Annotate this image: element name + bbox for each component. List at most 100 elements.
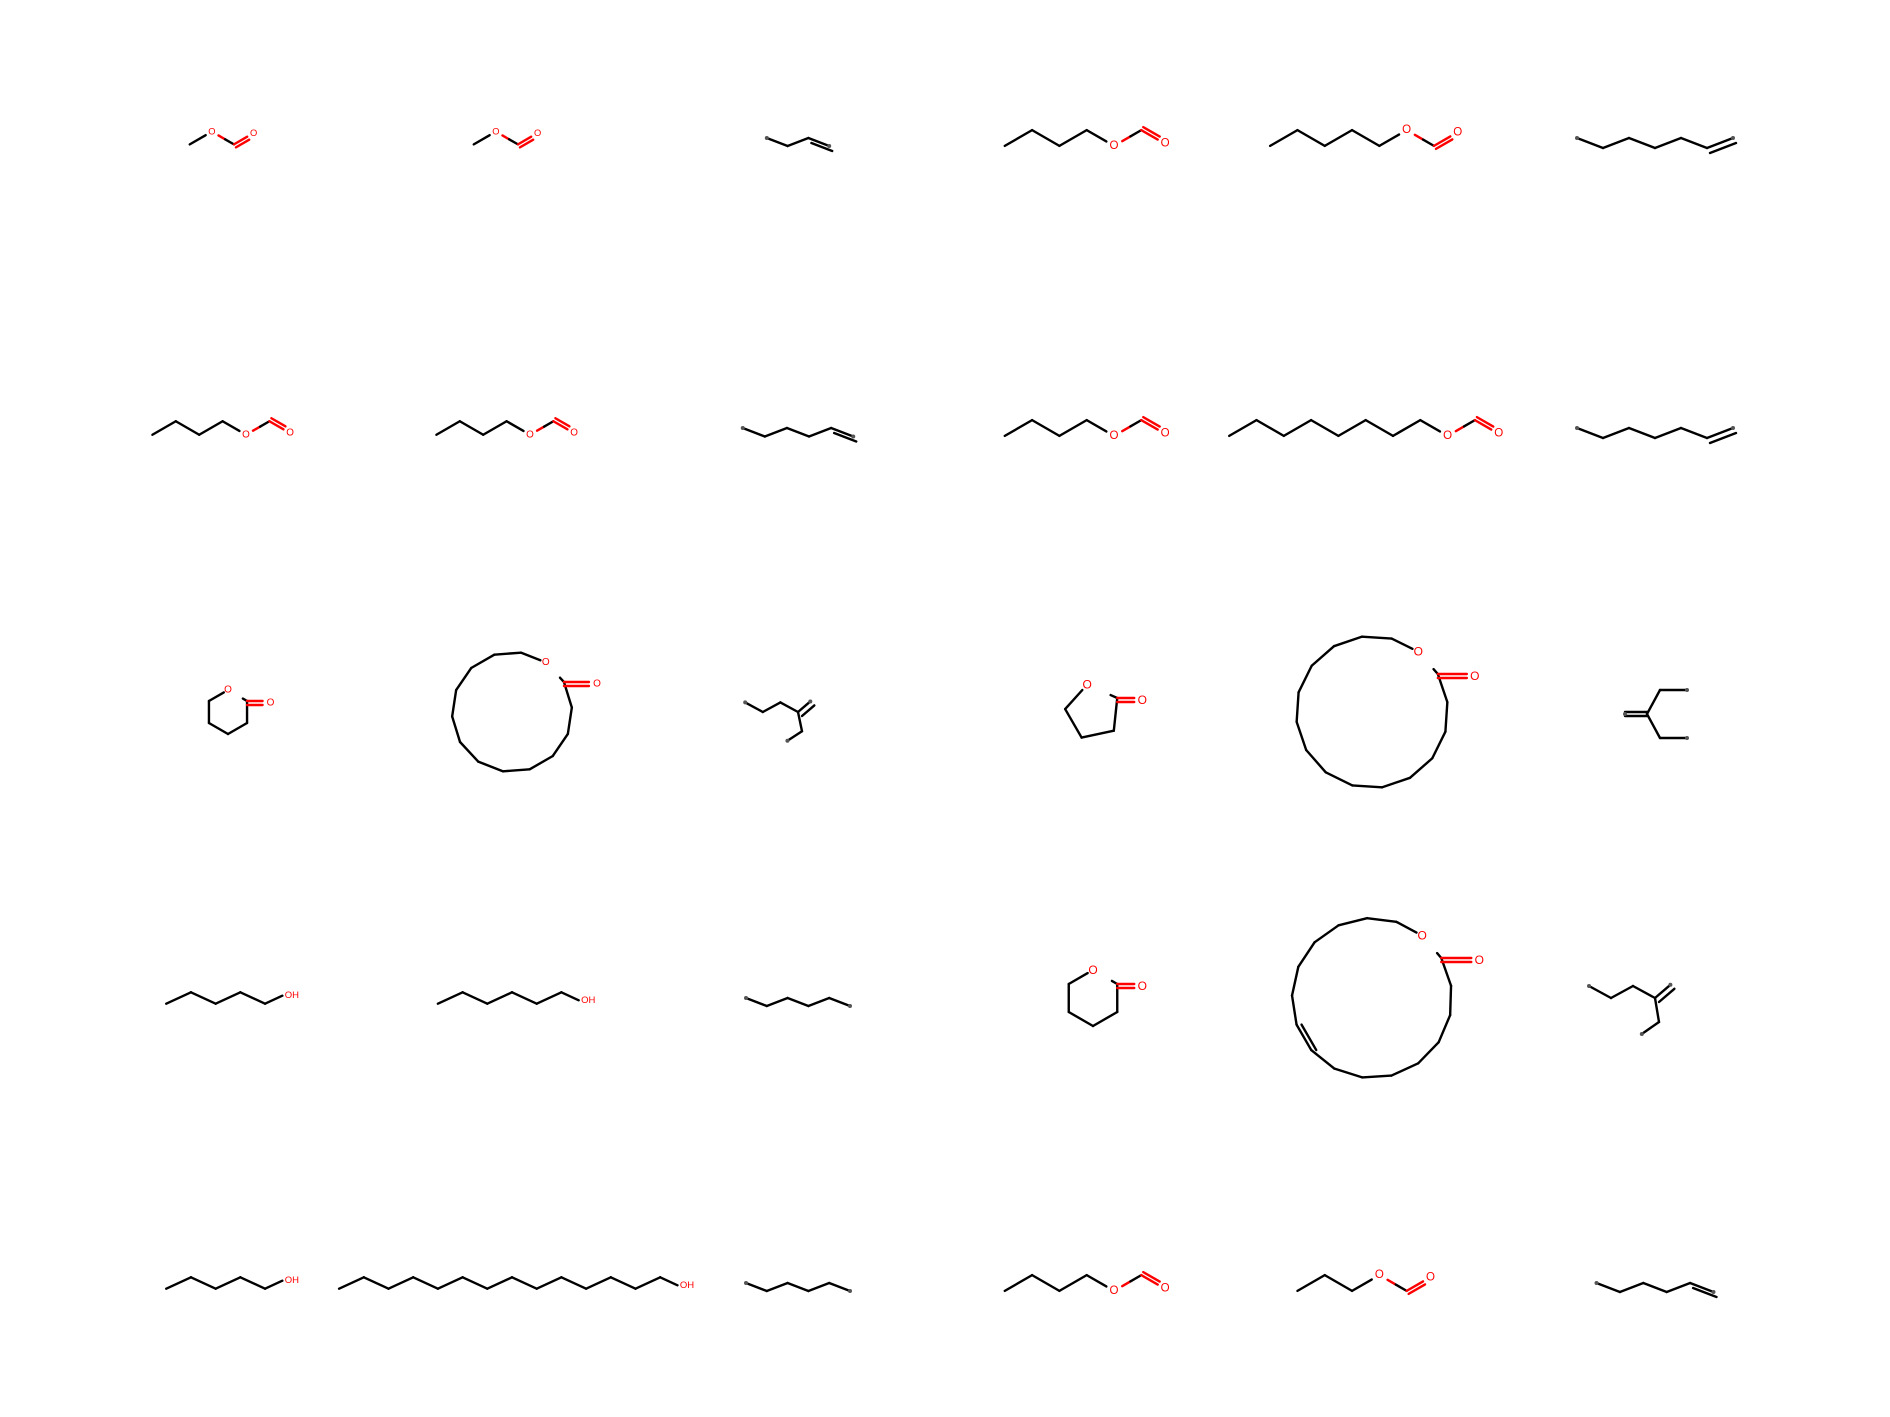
bond-line — [1309, 418, 1340, 438]
bond-line — [658, 1276, 679, 1287]
bond-line — [1120, 135, 1132, 143]
bond-line — [1129, 418, 1143, 428]
bond-line — [1395, 920, 1418, 934]
bond-line — [1380, 776, 1412, 789]
bond-line — [744, 996, 768, 1008]
bond-line — [1691, 1286, 1718, 1299]
bond-line — [761, 701, 782, 714]
bond-line — [1475, 415, 1495, 428]
bond-line — [1653, 426, 1683, 440]
bond-line — [198, 420, 224, 436]
bond-line — [1324, 771, 1354, 787]
bond-line — [1295, 720, 1308, 752]
bond-line — [765, 136, 789, 148]
hydrogen-atom — [851, 434, 856, 439]
bond-line — [1142, 415, 1161, 428]
bond-line — [1109, 693, 1119, 700]
bond-line — [1601, 426, 1631, 440]
bond-line — [486, 1276, 514, 1290]
bond-line — [1431, 730, 1447, 760]
bond-line — [1120, 1280, 1132, 1288]
bond-line — [832, 431, 858, 443]
bond-line — [829, 426, 855, 438]
bond-line — [1653, 136, 1683, 150]
bond-line — [189, 1276, 217, 1290]
ring-oxygen-atom: O — [1083, 678, 1092, 692]
oxygen-atom: O — [1375, 1269, 1384, 1281]
bond-line — [1454, 425, 1466, 433]
bond-line — [436, 1276, 464, 1290]
bond-line — [1313, 924, 1340, 944]
bond-line — [1360, 635, 1393, 640]
bond-line — [744, 1281, 768, 1293]
bond-line — [1337, 418, 1367, 438]
oxygen-atom: O — [208, 127, 215, 137]
oxygen-atom: O — [1443, 430, 1452, 442]
bond-line — [763, 426, 789, 438]
bond-line — [458, 420, 485, 436]
bond-line — [1462, 418, 1477, 428]
bond-line — [796, 710, 804, 733]
bond-line — [765, 996, 789, 1008]
carbonyl-oxygen-atom: O — [1426, 1271, 1435, 1283]
hydrogen-atom — [848, 1289, 852, 1293]
hydrogen-atom — [744, 1281, 748, 1285]
bond-line — [1227, 418, 1258, 438]
hydrogen-atom — [848, 1004, 852, 1008]
carbonyl-oxygen-atom: O — [1161, 138, 1170, 150]
molecule-structure: 2-ethyl-1-butene — [1623, 688, 1689, 740]
bond-line — [1679, 136, 1709, 150]
bond-line — [435, 420, 461, 436]
bond-line — [765, 1281, 789, 1293]
carbonyl-oxygen-atom: O — [570, 428, 578, 439]
hydroxyl-group: OH — [285, 990, 299, 1001]
molecule-structure: 1-hexene (explicit H) — [1594, 1281, 1718, 1299]
bond-line — [551, 732, 570, 758]
hydroxyl-group: OH — [680, 1280, 694, 1291]
bond-line — [207, 691, 226, 703]
bond-line — [1653, 996, 1661, 1024]
hydrogen-atom — [1711, 1290, 1716, 1294]
bond-line — [1575, 136, 1605, 150]
bond-line — [461, 991, 489, 1005]
bond-line — [566, 706, 574, 736]
bond-line — [1708, 431, 1738, 445]
bond-line — [1378, 133, 1401, 148]
oxygen-atom: O — [1110, 140, 1119, 152]
bond-line — [268, 420, 285, 431]
bond-line — [1003, 1273, 1034, 1293]
bond-line — [337, 1276, 366, 1290]
bond-line — [362, 1276, 390, 1290]
bond-line — [554, 417, 571, 428]
bond-line — [1140, 128, 1159, 141]
molecule-structure: hexane (explicit H) — [744, 996, 852, 1008]
bond-line — [542, 420, 555, 428]
molecule-structure: delta-valerolactoneOO — [1067, 963, 1147, 1028]
bond-line — [411, 1276, 440, 1290]
molecule-structure: 1-heptene (explicit H) — [1575, 136, 1738, 155]
bond-line — [1080, 729, 1116, 739]
bond-line — [1030, 1273, 1061, 1293]
carbonyl-oxygen-atom: O — [1161, 1283, 1170, 1295]
carbonyl-oxygen-atom: O — [1161, 428, 1170, 440]
bond-line — [519, 651, 542, 662]
bond-line — [258, 420, 271, 428]
bond-line — [1419, 418, 1442, 433]
hydrogen-atom — [1685, 688, 1689, 692]
bond-line — [1405, 1280, 1425, 1293]
bond-line — [501, 134, 511, 141]
bond-line — [1255, 418, 1286, 438]
carbonyl-oxygen-atom: O — [1453, 126, 1462, 138]
oxygen-atom: O — [1402, 124, 1411, 136]
bond-line — [507, 138, 520, 146]
bond-line — [1063, 707, 1083, 739]
hydrogen-atom — [827, 144, 832, 148]
molecule-structure: hexane (explicit H) — [744, 1281, 852, 1293]
bond-line — [1300, 1023, 1318, 1052]
hydrogen-atom — [740, 426, 745, 430]
bond-line — [1627, 426, 1657, 440]
bond-line — [436, 991, 464, 1005]
